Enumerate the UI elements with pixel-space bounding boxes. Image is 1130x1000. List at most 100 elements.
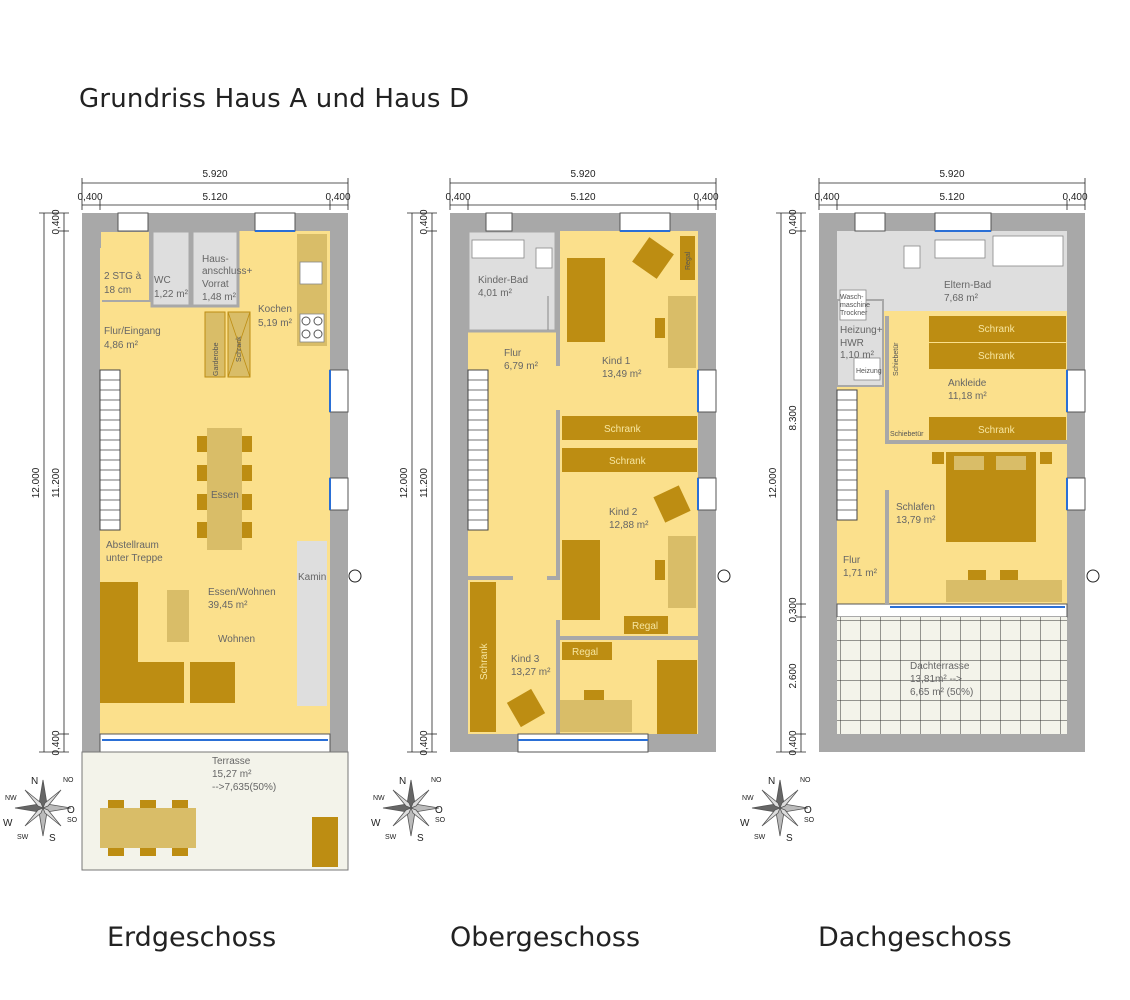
og-dim-total-width: 5.920 xyxy=(570,169,595,180)
eg-compass-s: S xyxy=(49,833,56,844)
dg-compass-o: O xyxy=(804,805,812,816)
eg-label-flur: Flur/Eingang xyxy=(104,326,161,337)
og-kind3-bed xyxy=(657,660,697,734)
eg-label-hausanschluss-2: anschluss+ xyxy=(202,266,252,277)
dg-label-flur-area: 1,71 m² xyxy=(843,568,878,579)
dg-plan: 5.920 0,400 5.120 0,400 12.000 8.300 0,3… xyxy=(768,169,1100,756)
eg-kamin xyxy=(297,541,327,706)
eg-dim-wall-left: 0,400 xyxy=(77,192,102,203)
dg-label-dachterrasse-calc: 6,65 m² (50%) xyxy=(910,687,973,698)
eg-label-abstellraum-2: unter Treppe xyxy=(106,553,163,564)
og-label-schrank-left: Schrank xyxy=(479,642,490,680)
eg-label-stg-height: 18 cm xyxy=(104,285,131,296)
og-dim-total-length: 12.000 xyxy=(399,467,410,498)
og-schrank-1 xyxy=(562,416,697,440)
og-kind3-desk xyxy=(560,700,632,732)
floor-label-eg: Erdgeschoss xyxy=(107,922,277,953)
eg-dim-wall-bottom: 0,400 xyxy=(51,730,62,755)
og-dim-wall-left: 0,400 xyxy=(445,192,470,203)
dg-label-schlafen: Schlafen xyxy=(896,502,935,513)
eg-compass-n: N xyxy=(31,776,38,787)
eg-compass-w: W xyxy=(3,818,13,829)
dg-roof-terrace xyxy=(837,617,1067,734)
eg-plan: 5.920 0,400 5.120 0,400 12.000 11.200 0,… xyxy=(31,169,362,871)
eg-label-garderobe: Garderobe xyxy=(213,342,220,376)
og-label-kind2-area: 12,88 m² xyxy=(609,520,649,531)
dg-compass-no: NO xyxy=(800,777,811,784)
dg-compass-s: S xyxy=(786,833,793,844)
eg-label-terrasse-calc: -->7,635(50%) xyxy=(212,782,276,793)
og-kind2-desk xyxy=(668,536,696,608)
og-label-kinderbad: Kinder-Bad xyxy=(478,275,528,286)
eg-label-wc-area: 1,22 m² xyxy=(154,289,189,300)
dg-label-dachterrasse-area: 13,81m² --> xyxy=(910,674,962,685)
eg-terrace-table xyxy=(100,808,196,848)
og-compass-o: O xyxy=(435,805,443,816)
eg-dimensions xyxy=(39,178,349,753)
og-schrank-2 xyxy=(562,448,697,472)
floor-label-og: Obergeschoss xyxy=(450,922,641,953)
og-compass: N NO O SO S SW W NW xyxy=(371,776,446,844)
eg-dim-total-width: 5.920 xyxy=(202,169,227,180)
dg-dim-total-length: 12.000 xyxy=(768,467,779,498)
og-label-regal-low: Regal xyxy=(572,647,598,658)
dg-label-wasch-2: maschine xyxy=(840,302,870,309)
eg-window-right-2 xyxy=(329,477,349,511)
eg-armchair xyxy=(190,662,235,703)
eg-window-top-1 xyxy=(117,212,149,232)
eg-dim-inner-length: 11.200 xyxy=(51,468,62,498)
og-label-regal-top: Regal xyxy=(685,251,692,270)
dg-compass-sw: SW xyxy=(754,834,766,841)
dg-label-dachterrasse: Dachterrasse xyxy=(910,661,970,672)
eg-wc xyxy=(150,229,192,308)
eg-hausanschluss xyxy=(190,229,240,308)
eg-label-flur-area: 4,86 m² xyxy=(104,340,139,351)
og-label-kind3: Kind 3 xyxy=(511,654,540,665)
dg-stairs xyxy=(836,389,858,521)
og-dim-wall-top: 0,400 xyxy=(419,209,430,234)
og-dim-wall-bottom: 0,400 xyxy=(419,730,430,755)
og-compass-w: W xyxy=(371,818,381,829)
eg-stairs xyxy=(99,369,121,531)
eg-compass-sw: SW xyxy=(17,834,29,841)
dg-dim-wall-right: 0,400 xyxy=(1062,192,1087,203)
eg-label-stg: 2 STG à xyxy=(104,271,142,282)
dg-label-heizung-2: HWR xyxy=(840,338,864,349)
eg-label-kochen-area: 5,19 m² xyxy=(258,318,293,329)
dg-dim-wall-top: 0,400 xyxy=(788,209,799,234)
dg-label-schiebetuer-v: Schiebetür xyxy=(893,342,900,376)
eg-dim-total-length: 12.000 xyxy=(31,467,42,498)
og-kind1-desk xyxy=(668,296,696,368)
eg-dim-wall-right: 0,400 xyxy=(325,192,350,203)
og-dim-wall-right: 0,400 xyxy=(693,192,718,203)
og-compass-nw: NW xyxy=(373,795,385,802)
og-label-kind1-area: 13,49 m² xyxy=(602,369,642,380)
eg-label-hausanschluss-area: 1,48 m² xyxy=(202,292,237,303)
og-regal-low xyxy=(562,642,612,660)
dg-dim-wall-bottom: 0,400 xyxy=(788,730,799,755)
floor-label-dg: Dachgeschoss xyxy=(818,922,1012,953)
eg-garderobe xyxy=(204,311,226,378)
og-compass-so: SO xyxy=(435,817,446,824)
dg-label-schlafen-area: 13,79 m² xyxy=(896,515,936,526)
dg-compass-n: N xyxy=(768,776,775,787)
og-label-schrank-1: Schrank xyxy=(604,424,642,435)
og-plan: 5.920 0,400 5.120 0,400 12.000 11.200 0,… xyxy=(399,169,731,756)
dg-schrank-3 xyxy=(929,417,1066,443)
og-schrank-left xyxy=(470,582,496,732)
og-dim-inner-length: 11.200 xyxy=(419,468,430,498)
eg-label-hausanschluss-3: Vorrat xyxy=(202,279,229,290)
dg-compass-nw: NW xyxy=(742,795,754,802)
eg-label-essen: Essen xyxy=(211,490,239,501)
eg-label-hausanschluss-1: Haus- xyxy=(202,254,229,265)
og-label-flur: Flur xyxy=(504,348,522,359)
eg-dim-inner-width: 5.120 xyxy=(202,192,227,203)
dg-label-elternbad-area: 7,68 m² xyxy=(944,293,979,304)
og-regal-top xyxy=(680,236,695,280)
dg-dim-wall-mid: 0,300 xyxy=(788,597,799,622)
og-compass-no: NO xyxy=(431,777,442,784)
eg-label-abstellraum-1: Abstellraum xyxy=(106,540,159,551)
dg-schrank-2 xyxy=(929,343,1066,369)
dg-label-heizung-small: Heizung xyxy=(856,368,882,375)
dg-label-elternbad: Eltern-Bad xyxy=(944,280,991,291)
